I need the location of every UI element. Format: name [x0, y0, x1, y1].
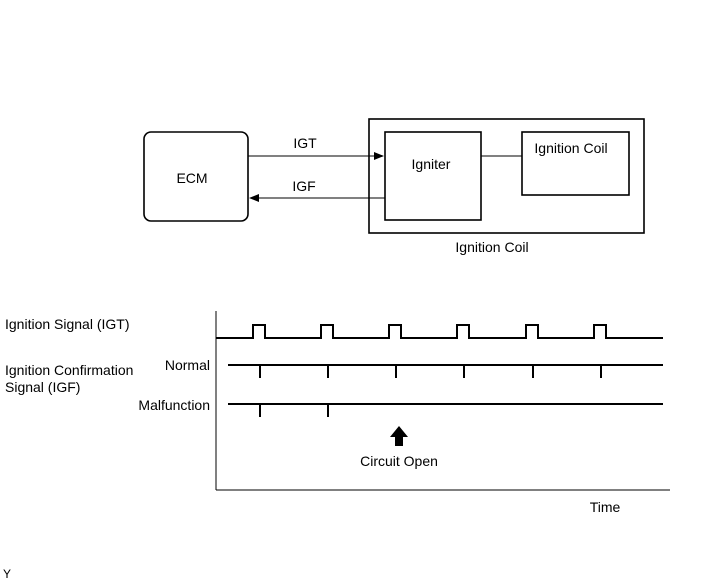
corner-mark: Y: [3, 567, 11, 581]
igf-arrow-icon: [249, 194, 259, 202]
inner-ignition-coil-box: [521, 131, 630, 196]
igf-row-label-line2: Signal (IGF): [5, 379, 80, 395]
ecm-box: [143, 131, 249, 222]
igt-label: IGT: [293, 135, 317, 151]
malfunction-label: Malfunction: [138, 397, 210, 413]
ecm-label: ECM: [176, 170, 207, 186]
normal-label: Normal: [165, 357, 210, 373]
igt-row-label: Ignition Signal (IGT): [5, 316, 130, 332]
igf-label: IGF: [292, 178, 315, 194]
circuit-open-arrow-icon: [390, 426, 408, 446]
igniter-box: [384, 131, 482, 221]
igniter-label: Igniter: [412, 156, 451, 172]
circuit-open-label: Circuit Open: [360, 453, 438, 469]
igf-malfunction-waveform: [228, 403, 663, 417]
igf-row-label-line1: Ignition Confirmation: [5, 362, 133, 378]
igf-normal-waveform: [228, 364, 663, 378]
igt-arrow-icon: [374, 152, 384, 160]
inner-ignition-coil-label: Ignition Coil: [534, 140, 607, 156]
ignition-coil-caption: Ignition Coil: [455, 239, 528, 255]
igt-waveform: [216, 324, 663, 339]
time-axis-label: Time: [590, 499, 621, 515]
